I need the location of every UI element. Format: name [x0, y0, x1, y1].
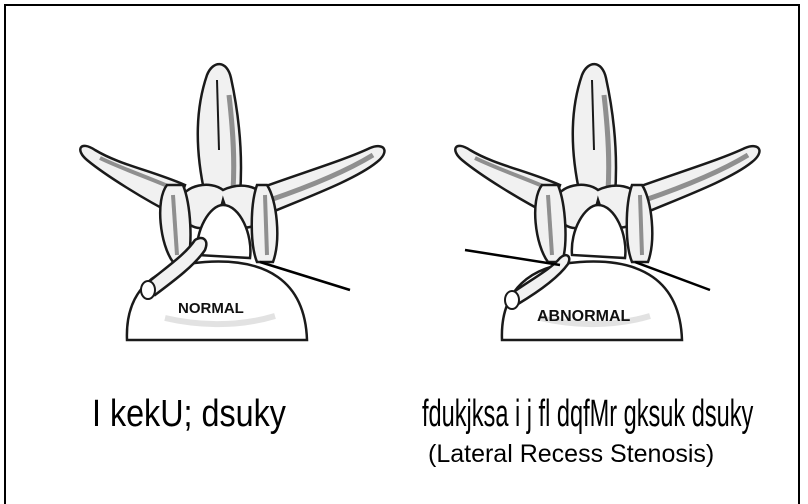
normal-label: NORMAL: [178, 300, 244, 317]
abnormal-caption: fdukjksa i j fl dqfMr gksuk dsuky: [422, 393, 753, 436]
abnormal-vertebra-diagram: [455, 64, 759, 340]
normal-caption: I kekU; dsuky: [92, 393, 286, 436]
abnormal-subcaption: (Lateral Recess Stenosis): [428, 440, 714, 469]
normal-vertebra-diagram: [80, 64, 384, 340]
abnormal-label: ABNORMAL: [537, 308, 630, 326]
